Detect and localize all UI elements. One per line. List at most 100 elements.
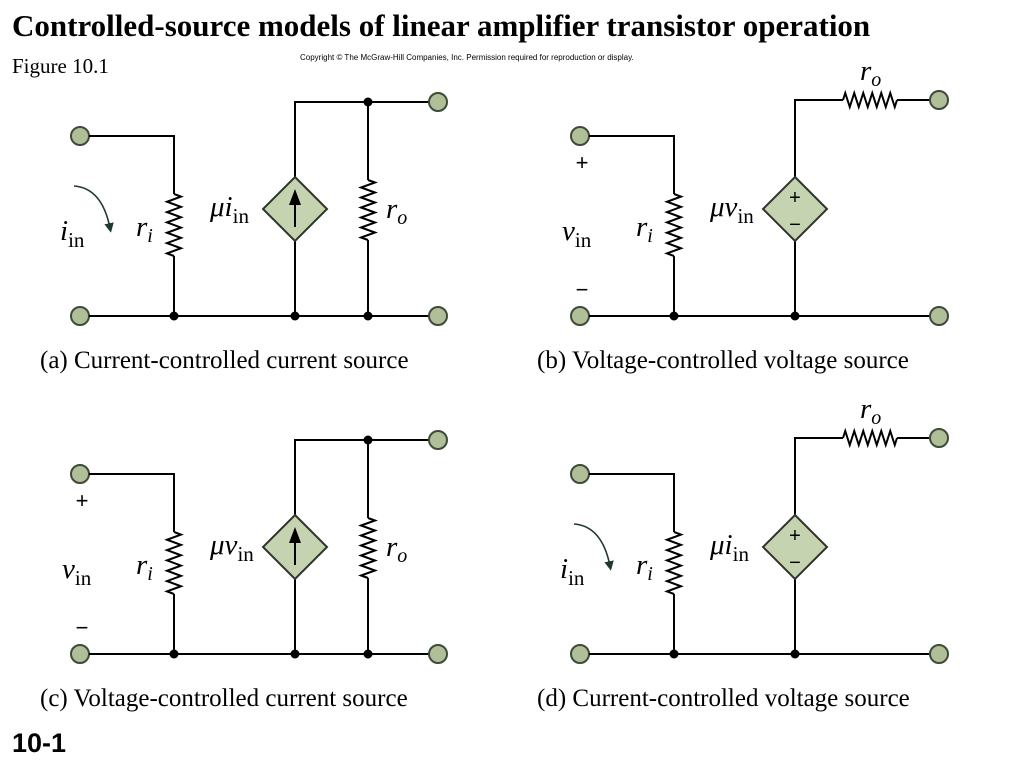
resistor-symbol — [664, 531, 684, 595]
ri-label-sub: i — [647, 225, 653, 247]
figure-label: Figure 10.1 — [12, 54, 109, 78]
terminal-node — [70, 464, 90, 484]
junction-dot — [363, 435, 373, 445]
input-plus-sign: + — [76, 488, 89, 513]
vin-label: vin — [562, 215, 592, 252]
ro-label-main: r — [386, 193, 398, 225]
ro-label-sub: o — [871, 407, 881, 429]
resistor-symbol — [664, 193, 684, 257]
output-wire — [294, 439, 429, 654]
ro-label-main: r — [860, 393, 872, 425]
source-minus-sign: − — [789, 552, 801, 574]
terminal-node — [70, 126, 90, 146]
ri-label-sub: i — [647, 563, 653, 585]
terminal-node — [570, 306, 590, 326]
input-wire — [589, 135, 675, 194]
resistor-symbol — [164, 193, 184, 257]
ro-label: ro — [386, 531, 407, 567]
junction-dot — [290, 311, 300, 321]
output-wire — [794, 437, 843, 654]
current-direction-arrow — [573, 523, 614, 571]
junction-dot — [169, 311, 179, 321]
ro-label-main: r — [860, 55, 872, 87]
junction-dot — [363, 649, 373, 659]
input-minus-sign: − — [576, 277, 589, 302]
panel-caption: (d) Current-controlled voltage source — [537, 685, 910, 712]
iin-label-sub: in — [568, 566, 585, 590]
iin-label-main: i — [60, 215, 68, 247]
ro-label-sub: o — [871, 69, 881, 91]
vin-label-sub: in — [575, 228, 592, 252]
vin-label: vin — [62, 553, 92, 590]
ri-label-main: r — [136, 211, 148, 243]
ro-label-sub: o — [397, 545, 407, 567]
current-direction-arrow — [73, 185, 114, 233]
gain-label: μvin — [209, 529, 254, 566]
junction-dot — [290, 649, 300, 659]
output-wire — [294, 101, 429, 316]
terminal-node — [70, 644, 90, 664]
ro-label: ro — [386, 193, 407, 229]
panel-caption: (a) Current-controlled current source — [40, 347, 409, 374]
ri-label-sub: i — [147, 225, 153, 247]
terminal-node — [428, 644, 448, 664]
vin-label-main: v — [62, 553, 75, 585]
resistor-symbol — [842, 427, 898, 449]
gain-label-sub: in — [733, 542, 750, 566]
vin-label-main: v — [562, 215, 575, 247]
terminal-node — [428, 430, 448, 450]
gain-label-sub: in — [737, 204, 754, 228]
terminal-node — [570, 126, 590, 146]
junction-dot — [363, 97, 373, 107]
panel-caption: (c) Voltage-controlled current source — [40, 685, 408, 712]
resistor-symbol — [164, 531, 184, 595]
junction-dot — [669, 311, 679, 321]
ri-label-main: r — [136, 549, 148, 581]
junction-dot — [363, 311, 373, 321]
up-arrow-icon — [289, 527, 301, 543]
up-arrow-icon — [289, 189, 301, 205]
input-wire — [589, 473, 675, 532]
input-wire — [89, 135, 175, 194]
input-plus-sign: + — [576, 150, 589, 175]
terminal-node — [570, 464, 590, 484]
source-minus-sign: − — [789, 214, 801, 236]
junction-dot — [790, 311, 800, 321]
gain-label: μiin — [709, 529, 749, 566]
ri-label: ri — [136, 211, 153, 247]
ri-label-sub: i — [147, 563, 153, 585]
junction-dot — [790, 649, 800, 659]
source-plus-sign: + — [789, 525, 801, 547]
ri-label-main: r — [636, 211, 648, 243]
source-plus-sign: + — [789, 187, 801, 209]
terminal-node — [929, 306, 949, 326]
ro-label: ro — [860, 393, 881, 429]
junction-dot — [669, 649, 679, 659]
iin-label: iin — [560, 553, 585, 590]
ro-label-main: r — [386, 531, 398, 563]
dependent-voltage-source — [761, 513, 829, 581]
ro-label: ro — [860, 55, 881, 91]
input-wire — [89, 473, 175, 532]
resistor-symbol — [358, 179, 378, 241]
gain-label-sub: in — [233, 204, 250, 228]
terminal-node — [570, 644, 590, 664]
resistor-symbol — [842, 89, 898, 111]
gain-label-main: μi — [709, 529, 733, 561]
dependent-voltage-source — [761, 175, 829, 243]
page-number: 10-1 — [12, 728, 67, 758]
gain-label-sub: in — [237, 542, 254, 566]
slide-title: Controlled-source models of linear ampli… — [12, 8, 871, 43]
terminal-node — [70, 306, 90, 326]
ri-label: ri — [636, 549, 653, 585]
ri-label-main: r — [636, 549, 648, 581]
gain-label-main: μv — [209, 529, 238, 561]
terminal-node — [929, 428, 949, 448]
vin-label-sub: in — [75, 566, 92, 590]
panel-caption: (b) Voltage-controlled voltage source — [537, 347, 909, 374]
input-minus-sign: − — [76, 615, 89, 640]
